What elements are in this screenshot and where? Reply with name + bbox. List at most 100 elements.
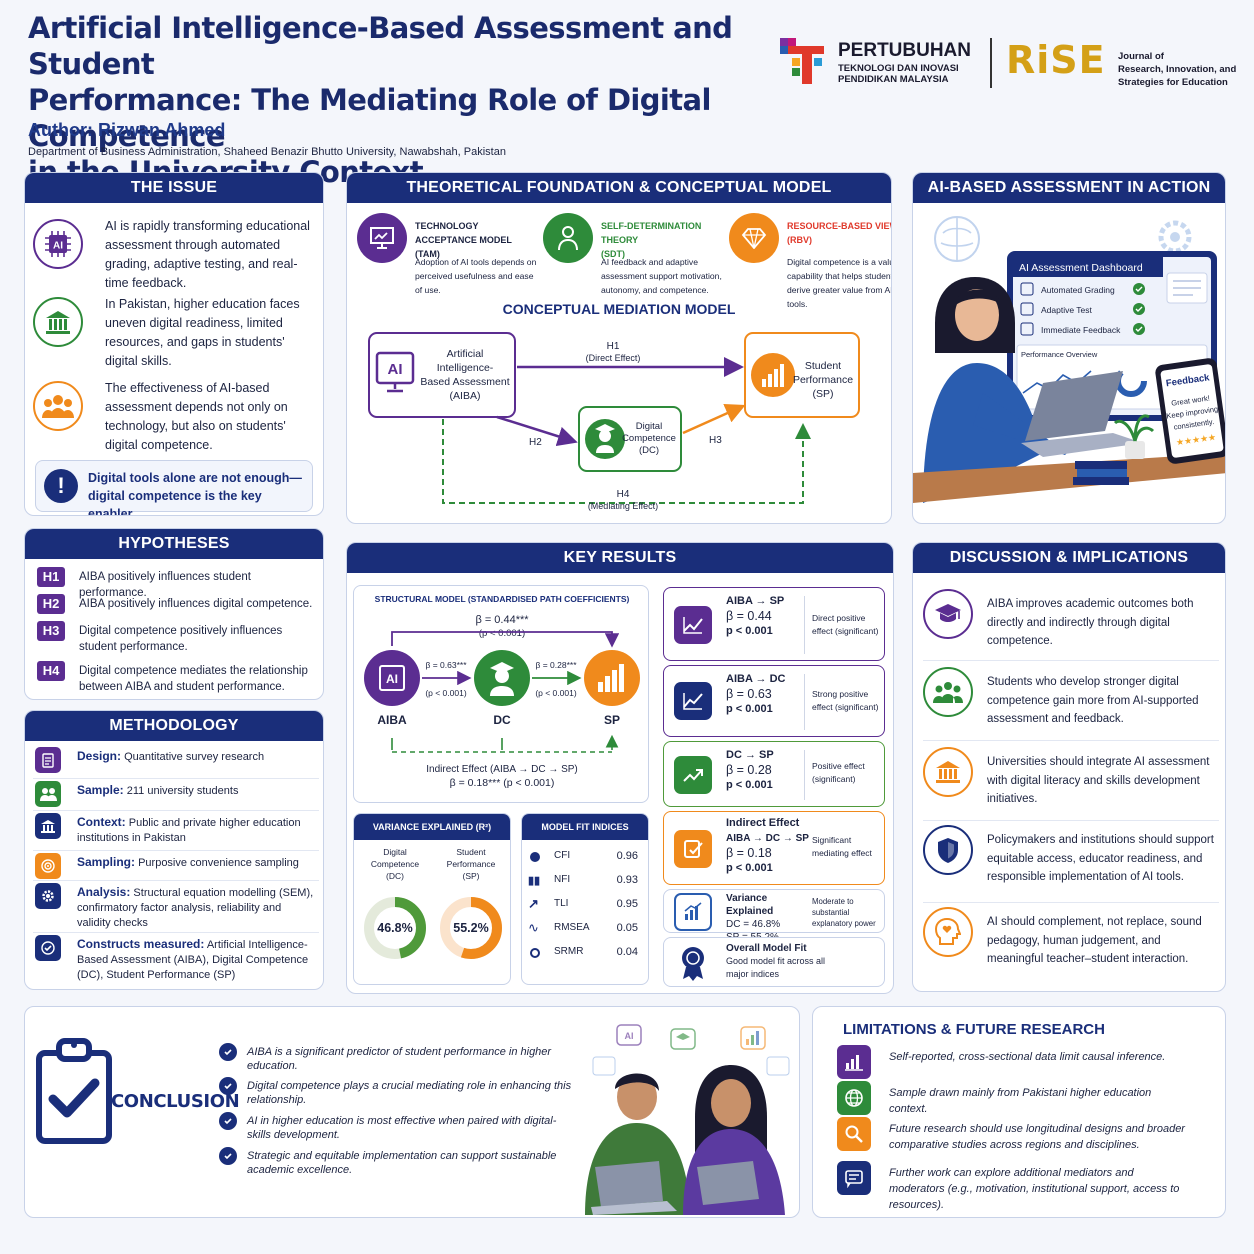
svg-text:AIBA: AIBA <box>377 713 407 727</box>
aiba-ai-label: AI <box>388 361 403 378</box>
svg-text:(Mediating Effect): (Mediating Effect) <box>588 501 658 511</box>
svg-text:β = 0.63***: β = 0.63*** <box>425 660 467 670</box>
svg-text:46.8%: 46.8% <box>377 921 412 935</box>
dashboard-item: Automated Grading <box>1020 282 1145 296</box>
discussion-item: Policymakers and institutions should sup… <box>923 825 1219 903</box>
trend-chart-icon <box>674 606 712 644</box>
university-building-icon <box>923 747 973 797</box>
svg-text:H4: H4 <box>617 489 630 500</box>
gear-icon <box>1158 220 1192 254</box>
books-icon <box>1073 461 1129 485</box>
performance-label: Performance Overview <box>1021 350 1098 359</box>
limitations-card: LIMITATIONS & FUTURE RESEARCH Self-repor… <box>812 1006 1226 1218</box>
plant-icon <box>1113 414 1155 459</box>
floating-ai-label: AI <box>625 1031 634 1041</box>
ai-chip-icon: AI <box>33 219 83 269</box>
svg-text:Digital: Digital <box>636 421 662 432</box>
fit-row-tli: ↗ TLI 0.95 <box>528 896 638 911</box>
svg-text:AI: AI <box>53 241 63 252</box>
svg-text:(p < 0.001): (p < 0.001) <box>425 688 467 698</box>
limitation-item: Further work can explore additional medi… <box>837 1161 1217 1211</box>
feedback-tablet: Feedback Great work! Keep improving cons… <box>1155 358 1225 464</box>
issue-item: In Pakistan, higher education faces unev… <box>33 293 323 369</box>
bar-chart-icon: ▮▮ <box>528 875 541 887</box>
hypothesis-item: H2 AIBA positively influences digital co… <box>37 594 323 618</box>
institution-icon <box>35 813 61 839</box>
methodology-item: Sample: 211 university students <box>33 781 319 811</box>
limitations-heading: LIMITATIONS & FUTURE RESEARCH <box>843 1021 1105 1038</box>
svg-text:55.2%: 55.2% <box>453 921 488 935</box>
conceptual-model-title: CONCEPTUAL MEDIATION MODEL <box>502 301 736 317</box>
presentation-board-icon <box>357 213 407 263</box>
svg-text:Immediate Feedback: Immediate Feedback <box>1041 325 1121 335</box>
svg-text:Competence: Competence <box>622 433 676 444</box>
brain-icon <box>934 216 980 262</box>
laptop-icon <box>591 1161 677 1215</box>
methodology-item: Constructs measured: Artificial Intellig… <box>33 935 319 985</box>
svg-text:H2: H2 <box>529 437 542 448</box>
methodology-item: Sampling: Purposive convenience sampling <box>33 853 319 881</box>
structural-model-panel: STRUCTURAL MODEL (STANDARDISED PATH COEF… <box>353 585 649 803</box>
fit-row-rmsea: ∿ RMSEA 0.05 <box>528 920 638 935</box>
students-with-laptops-illustration: AI <box>585 1024 790 1215</box>
theory-heading: THEORETICAL FOUNDATION & CONCEPTUAL MODE… <box>347 173 891 203</box>
university-building-icon <box>33 297 83 347</box>
h4-mediating-arrow <box>442 419 811 504</box>
aiba-sp-path <box>391 631 620 648</box>
edit-document-icon <box>674 830 712 868</box>
author-name: Author: Rizwan Ahmed <box>28 120 226 140</box>
sp-node: Student Performance (SP) <box>744 332 860 418</box>
methodology-heading: METHODOLOGY <box>25 711 323 741</box>
svg-text:Artificial: Artificial <box>447 348 484 360</box>
target-icon <box>35 853 61 879</box>
chat-list-icon <box>837 1161 871 1195</box>
bar-chart-icon <box>837 1045 871 1079</box>
svg-text:β = 0.44***: β = 0.44*** <box>475 614 529 626</box>
dc-node: Digital Competence (DC) <box>578 406 682 472</box>
rise-journal-name: Journal of Research, Innovation, and Str… <box>1118 51 1237 88</box>
growth-arrow-icon <box>674 756 712 794</box>
discussion-item: Students who develop stronger digital co… <box>923 667 1219 741</box>
dashboard-title: AI Assessment Dashboard <box>1019 262 1143 274</box>
poster-title: Artificial Intelligence-Based Assessment… <box>28 11 733 189</box>
affiliation: Department of Business Administration, S… <box>28 146 506 158</box>
pertubuhan-logo-mark-icon <box>780 38 824 84</box>
gear-icon <box>35 883 61 909</box>
pertubuhan-logo: PERTUBUHAN TEKNOLOGI DAN INOVASI PENDIDI… <box>778 34 988 90</box>
dashboard-item: Immediate Feedback <box>1020 322 1145 336</box>
clipboard-icon <box>35 747 61 773</box>
shield-icon <box>923 825 973 875</box>
limitation-item: Future research should use longitudinal … <box>837 1117 1217 1161</box>
methodology-item: Design: Quantitative survey research <box>33 747 319 779</box>
dc-variance-donut <box>364 897 426 959</box>
award-ribbon-icon <box>674 944 712 982</box>
bar-growth-icon <box>674 893 712 931</box>
svg-text:Adaptive Test: Adaptive Test <box>1041 305 1093 315</box>
globe-icon <box>837 1081 871 1115</box>
discussion-card: DISCUSSION & IMPLICATIONS AIBA improves … <box>912 542 1226 992</box>
graduation-cap-icon <box>923 589 973 639</box>
variance-title: VARIANCE EXPLAINED (R²) <box>354 814 510 840</box>
fit-row-srmr: SRMR 0.04 <box>528 944 644 964</box>
head-heart-icon <box>923 907 973 957</box>
svg-text:β = 0.28***: β = 0.28*** <box>535 660 577 670</box>
svg-text:H3: H3 <box>709 435 722 446</box>
limitation-item: Self-reported, cross-sectional data limi… <box>837 1045 1217 1081</box>
svg-text:Performance: Performance <box>793 374 853 386</box>
sp-node: SP <box>584 650 640 727</box>
ai-action-heading: AI-BASED ASSESSMENT IN ACTION <box>913 173 1225 203</box>
svg-text:H1: H1 <box>607 341 620 352</box>
discussion-item: AIBA improves academic outcomes both dir… <box>923 589 1219 661</box>
logo-divider <box>990 38 992 88</box>
issue-callout: ! Digital tools alone are not enough— di… <box>35 460 313 515</box>
fit-dot-icon <box>530 852 540 862</box>
svg-text:Automated Grading: Automated Grading <box>1041 285 1115 295</box>
ai-assessment-illustration: AI Assessment Dashboard Automated Gradin… <box>913 216 1225 503</box>
svg-text:SP: SP <box>604 713 620 727</box>
svg-text:AI: AI <box>386 672 398 686</box>
svg-text:Indirect Effect (AIBA → DC → S: Indirect Effect (AIBA → DC → SP) <box>426 764 578 775</box>
